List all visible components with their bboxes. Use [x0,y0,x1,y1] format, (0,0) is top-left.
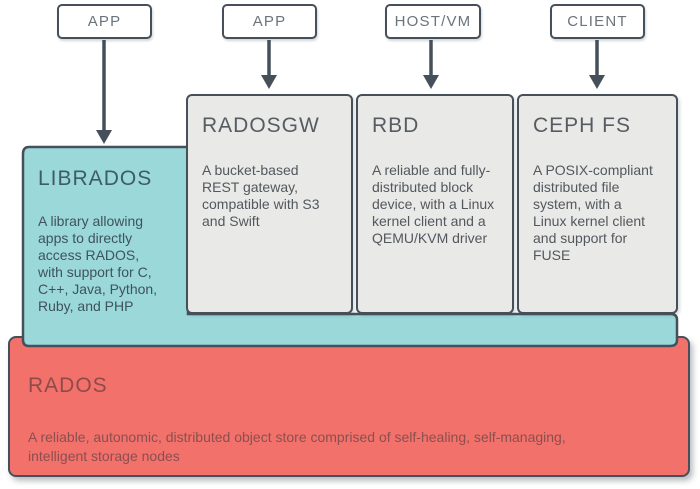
host-vm-box: HOST/VM [385,4,481,39]
rados-title: RADOS [28,374,108,397]
rbd-description: A reliable and fully- distributed block … [372,162,495,246]
radosgw-description: A bucket-based REST gateway, compatible … [202,162,320,229]
down-arrow-icon-hostvm-to-rbd [423,40,439,89]
host-vm-box-label: HOST/VM [394,13,472,30]
app-box-1-label: APP [87,13,122,30]
down-arrow-icon-app-to-radosgw [261,40,277,89]
cephfs-box: CEPH FS A POSIX-compliant distributed fi… [517,94,678,314]
rbd-title: RBD [372,114,420,137]
rados-description: A reliable, autonomic, distributed objec… [28,429,566,464]
app-box-1: APP [57,4,152,39]
down-arrow-icon-app-to-librados [96,40,112,144]
app-box-2-label: APP [252,13,287,30]
librados-box: LIBRADOS A library allowing apps to dire… [22,146,188,315]
cephfs-description: A POSIX-compliant distributed file syste… [533,162,653,263]
client-box-label: CLIENT [567,13,628,30]
radosgw-box: RADOSGW A bucket-based REST gateway, com… [186,94,353,314]
rados-box: RADOS A reliable, autonomic, distributed… [8,336,690,477]
app-box-2: APP [222,4,317,39]
cephfs-title: CEPH FS [533,114,632,137]
client-box: CLIENT [550,4,645,39]
rbd-box: RBD A reliable and fully- distributed bl… [356,94,514,314]
radosgw-title: RADOSGW [202,114,320,137]
librados-description: A library allowing apps to directly acce… [38,213,158,314]
librados-title: LIBRADOS [38,167,153,190]
down-arrow-icon-client-to-cephfs [589,40,605,89]
